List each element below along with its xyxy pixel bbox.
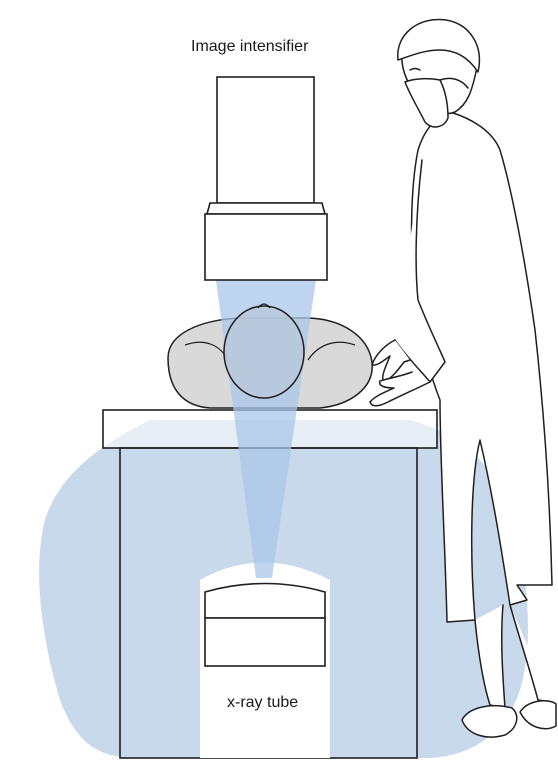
label-image-intensifier: Image intensifier [191,38,309,55]
surgeon-shoe-back [461,704,518,738]
surgeon-hand-right [369,371,431,407]
patient-arm-right [307,341,356,361]
surgeon-shoe-front [519,699,557,730]
surgeon-eye [409,67,421,71]
xray-tube-top [204,582,326,619]
surgeon-leg-front [509,604,553,703]
surgeon-arm [394,159,446,383]
surgeon-figure [369,18,557,738]
surgeon-mask-strap [439,77,469,89]
surgeon-cap [397,18,481,73]
intensifier-lower [204,213,328,281]
label-xray-tube: x-ray tube [227,694,299,711]
patient-head [223,305,305,399]
intensifier-upper [216,76,315,204]
surgeon-hand-left [371,339,411,383]
intensifier-collar [205,202,327,215]
patient-nose [257,303,271,309]
xray-tube-body [204,617,326,667]
surgeon-mask [404,77,449,128]
